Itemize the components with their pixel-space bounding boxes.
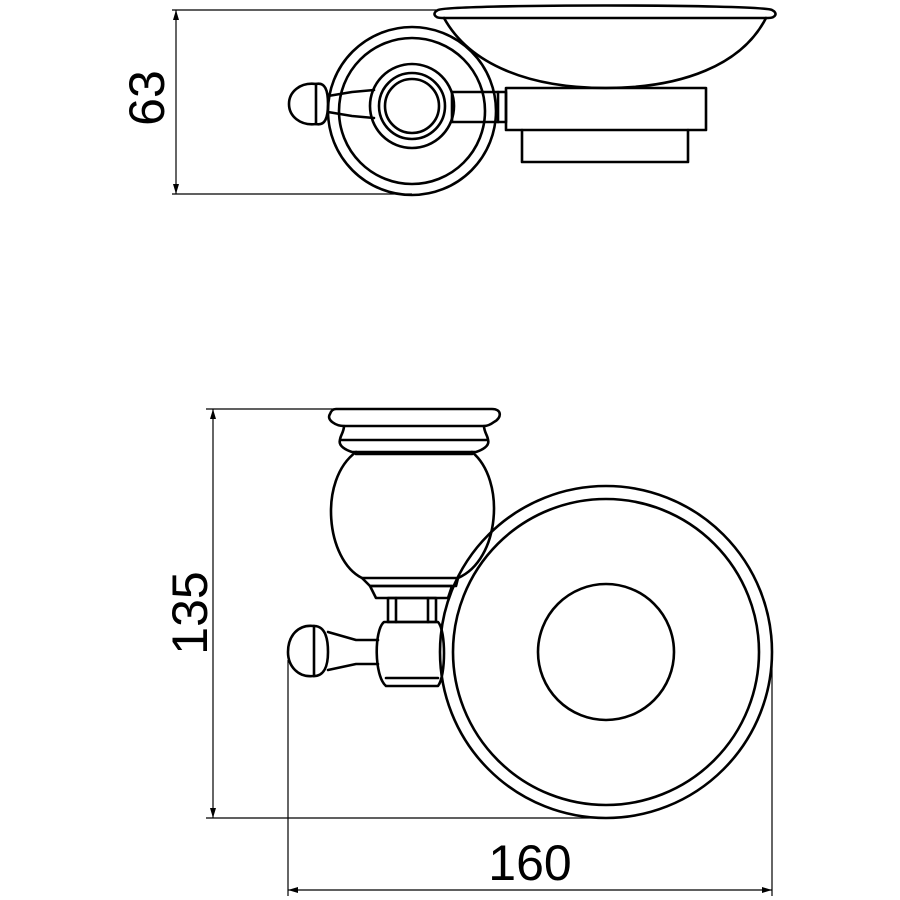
front-view: 135 160: [162, 407, 774, 896]
dim-depth: 63: [119, 9, 440, 195]
dim-depth-label: 63: [119, 70, 175, 126]
top-knob: [287, 82, 376, 126]
front-dish-cap: [327, 407, 502, 454]
dim-height: 135: [162, 408, 606, 819]
dim-height-label: 135: [162, 571, 218, 654]
top-backplate: [326, 25, 498, 197]
front-knob: [286, 624, 380, 678]
dim-width-label: 160: [488, 835, 571, 891]
top-holder-ring: [504, 86, 708, 132]
top-post: [368, 62, 456, 150]
dim-width: 160: [287, 660, 773, 896]
top-dish: [433, 4, 777, 164]
top-view: 63: [119, 4, 777, 197]
top-arm: [450, 90, 508, 124]
front-ball: [329, 450, 496, 588]
